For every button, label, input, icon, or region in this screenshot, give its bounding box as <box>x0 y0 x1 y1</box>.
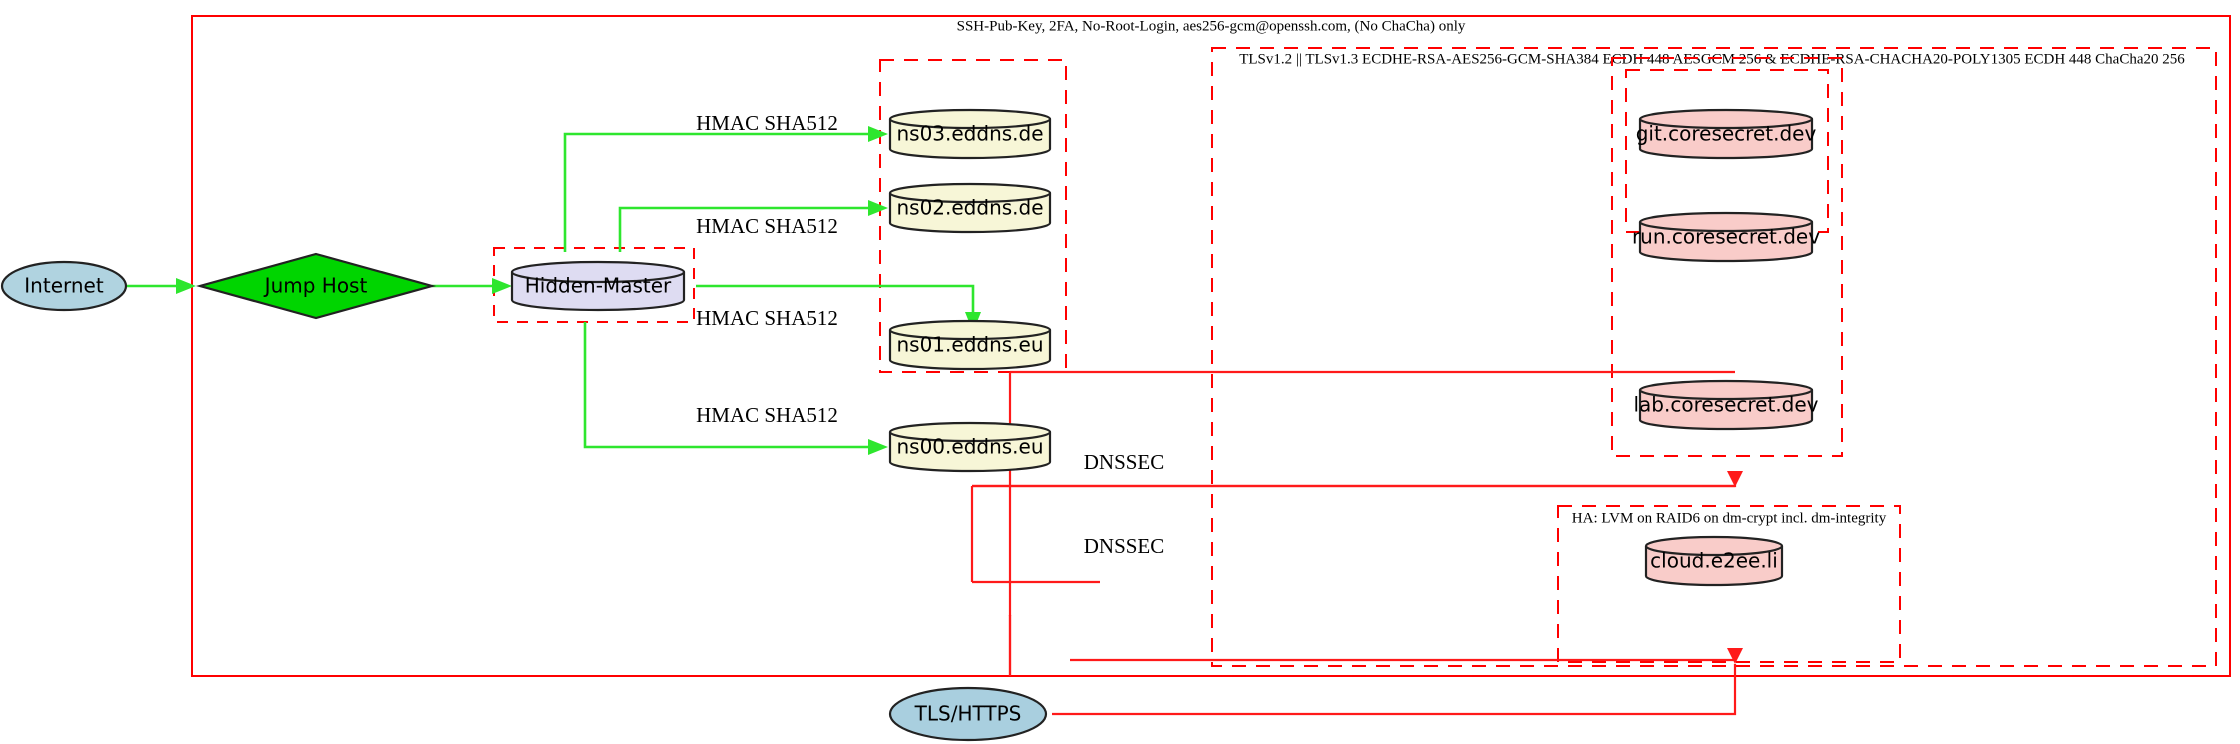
run-coresecret-cylinder-top <box>1638 221 1814 233</box>
jump-host-diamond[interactable] <box>195 252 437 320</box>
hidden-master-cylinder-top <box>510 271 686 284</box>
lab-coresecret-label: lab.coresecret.dev <box>1633 393 1818 417</box>
cluster-coresecret-outer-border <box>1611 57 1843 457</box>
ns00-cylinder-top <box>888 431 1052 443</box>
ns01-cylinder[interactable] <box>888 319 1052 371</box>
ns00-cylinder[interactable] <box>888 421 1052 473</box>
internet-ellipse[interactable] <box>0 260 128 312</box>
node-tls-https[interactable]: TLS/HTTPS <box>888 686 1048 742</box>
git-coresecret-label: git.coresecret.dev <box>1636 122 1817 146</box>
cluster-ha-label: HA: LVM on RAID6 on dm-crypt incl. dm-in… <box>1572 510 1887 526</box>
cluster-ssh-label: SSH-Pub-Key, 2FA, No-Root-Login, aes256-… <box>957 18 1466 34</box>
cluster-nameservers-border <box>879 59 1067 373</box>
cluster-coresecret-outer <box>1611 57 1843 457</box>
internet-label: Internet <box>24 274 104 298</box>
edge-label-dnssec-lower: DNSSEC <box>1084 534 1165 558</box>
node-git-coresecret[interactable]: git.coresecret.dev <box>1636 108 1817 160</box>
node-ns01[interactable]: ns01.eddns.eu <box>888 319 1052 371</box>
ns02-cylinder-top <box>888 192 1052 204</box>
cluster-ssh: SSH-Pub-Key, 2FA, No-Root-Login, aes256-… <box>191 15 2231 677</box>
edge-jump-host-to-hidden-master <box>432 278 512 294</box>
edge-hidden-master-to-ns03 <box>563 126 888 252</box>
cluster-tls-border <box>1211 47 2217 667</box>
edge-label-hmac-ns01: HMAC SHA512 <box>696 306 838 330</box>
node-ns00[interactable]: ns00.eddns.eu <box>888 421 1052 473</box>
hidden-master-label: Hidden-Master <box>525 274 672 298</box>
node-jump-host[interactable]: Jump Host <box>195 252 437 320</box>
run-coresecret-cylinder[interactable] <box>1638 211 1814 263</box>
edge-dnssec-upper <box>970 471 1743 582</box>
edge-label-hmac-ns03: HMAC SHA512 <box>696 111 838 135</box>
edge-hidden-master-to-ns02 <box>618 200 888 252</box>
node-run-coresecret[interactable]: run.coresecret.dev <box>1632 211 1820 263</box>
ns03-label: ns03.eddns.de <box>896 122 1043 146</box>
node-cloud-e2ee[interactable]: cloud.e2ee.li <box>1644 535 1784 587</box>
ns02-label: ns02.eddns.de <box>896 196 1043 220</box>
ns03-cylinder[interactable] <box>888 108 1052 160</box>
cluster-tls: TLSv1.2 || TLSv1.3 ECDHE-RSA-AES256-GCM-… <box>1211 47 2217 667</box>
ns01-label: ns01.eddns.eu <box>896 333 1043 357</box>
edge-dnssec-lower <box>972 370 1735 676</box>
edge-label-hmac-ns00: HMAC SHA512 <box>696 403 838 427</box>
cluster-nameservers <box>879 59 1067 373</box>
edge-tls-to-services <box>1070 648 1743 664</box>
hidden-master-cylinder[interactable] <box>510 260 686 312</box>
cloud-e2ee-label: cloud.e2ee.li <box>1650 549 1778 573</box>
git-coresecret-cylinder[interactable] <box>1638 108 1814 160</box>
cloud-e2ee-cylinder-top <box>1644 545 1784 557</box>
ns02-cylinder[interactable] <box>888 182 1052 234</box>
edge-hidden-master-to-ns00 <box>583 322 888 455</box>
git-coresecret-cylinder-top <box>1638 118 1814 130</box>
edge-label-hmac-ns02: HMAC SHA512 <box>696 214 838 238</box>
node-ns03[interactable]: ns03.eddns.de <box>888 108 1052 160</box>
node-hidden-master[interactable]: Hidden-Master <box>510 260 686 312</box>
lab-coresecret-cylinder-top <box>1638 389 1814 401</box>
cluster-ha: HA: LVM on RAID6 on dm-crypt incl. dm-in… <box>1557 505 1901 663</box>
edge-tls-https-right <box>1052 664 1737 716</box>
node-lab-coresecret[interactable]: lab.coresecret.dev <box>1633 379 1819 431</box>
tls-https-ellipse[interactable] <box>888 686 1048 742</box>
ns01-cylinder-top <box>888 329 1052 341</box>
ns03-cylinder-top <box>888 118 1052 130</box>
jump-host-label: Jump Host <box>263 274 368 298</box>
cluster-ssh-border <box>191 15 2231 677</box>
node-ns02[interactable]: ns02.eddns.de <box>888 182 1052 234</box>
tls-https-label: TLS/HTTPS <box>914 702 1022 726</box>
cluster-tls-label: TLSv1.2 || TLSv1.3 ECDHE-RSA-AES256-GCM-… <box>1239 51 2185 67</box>
edge-label-dnssec-upper: DNSSEC <box>1084 450 1165 474</box>
cloud-e2ee-cylinder[interactable] <box>1644 535 1784 587</box>
ns00-label: ns00.eddns.eu <box>896 435 1043 459</box>
run-coresecret-label: run.coresecret.dev <box>1632 225 1820 249</box>
node-internet[interactable]: Internet <box>0 260 128 312</box>
cluster-ha-border <box>1557 505 1901 663</box>
lab-coresecret-cylinder[interactable] <box>1638 379 1814 431</box>
